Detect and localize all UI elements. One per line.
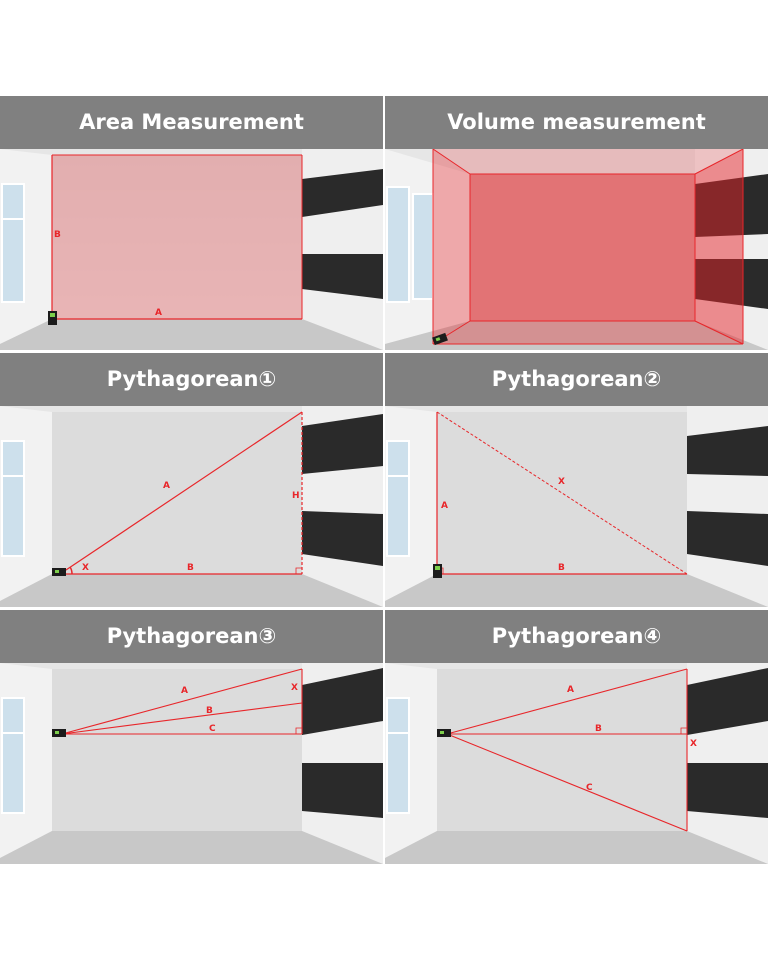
label-b: B: [595, 724, 602, 734]
volume-diagram: [385, 149, 768, 350]
right-angle-icon: [295, 727, 302, 734]
window-icon: [1, 183, 25, 303]
panel-pythagorean-3: Pythagorean③ A: [0, 610, 383, 864]
room-scene: A B H X: [0, 406, 383, 607]
area-diagram: B A: [0, 149, 383, 350]
label-a: A: [163, 481, 170, 491]
panel-title: Pythagorean③: [0, 610, 383, 663]
window-icon: [386, 440, 410, 557]
window-icon: [386, 697, 410, 814]
label-h: H: [292, 491, 300, 501]
panel-area-measurement: Area Measurement: [0, 96, 383, 350]
angle-arc-icon: [69, 566, 73, 575]
label-b: B: [206, 706, 213, 716]
laser-meter-icon: [52, 568, 66, 576]
laser-meter-icon: [52, 729, 66, 737]
label-b: B: [54, 230, 61, 240]
right-angle-icon: [680, 727, 687, 734]
window-icon: [1, 697, 25, 814]
room-scene: A B C X: [0, 663, 383, 864]
panel-pythagorean-4: Pythagorean④ A: [385, 610, 768, 864]
window-icon: [1, 440, 25, 557]
label-x: X: [558, 477, 565, 487]
laser-meter-icon: [48, 311, 57, 325]
measurement-modes-grid: Area Measurement: [0, 96, 768, 864]
label-x: X: [690, 739, 697, 749]
label-a: A: [155, 308, 162, 318]
panel-pythagorean-1: Pythagorean① A: [0, 353, 383, 607]
room-scene: A B C X: [385, 663, 768, 864]
laser-meter-icon: [437, 729, 451, 737]
room-scene: B A: [0, 149, 383, 350]
label-c: C: [586, 783, 593, 793]
label-x: X: [291, 683, 298, 693]
pythagorean-4-diagram: A B C X: [385, 663, 768, 864]
pythagorean-1-diagram: A B H X: [0, 406, 383, 607]
window-icon: [386, 186, 434, 303]
room-scene: [385, 149, 768, 350]
panel-volume-measurement: Volume measurement: [385, 96, 768, 350]
panel-pythagorean-2: Pythagorean② A B: [385, 353, 768, 607]
panel-title: Volume measurement: [385, 96, 768, 149]
laser-meter-icon: [433, 564, 442, 578]
pythagorean-3-diagram: A B C X: [0, 663, 383, 864]
label-b: B: [187, 563, 194, 573]
pythagorean-2-diagram: A B X: [385, 406, 768, 607]
panel-title: Pythagorean①: [0, 353, 383, 406]
label-c: C: [209, 724, 216, 734]
panel-title: Area Measurement: [0, 96, 383, 149]
panel-title: Pythagorean④: [385, 610, 768, 663]
room-scene: A B X: [385, 406, 768, 607]
label-b: B: [558, 563, 565, 573]
label-a: A: [181, 686, 188, 696]
label-x: X: [82, 563, 89, 573]
label-a: A: [567, 685, 574, 695]
label-a: A: [441, 501, 448, 511]
panel-title: Pythagorean②: [385, 353, 768, 406]
laser-meter-icon: [432, 332, 448, 346]
right-angle-icon: [295, 567, 302, 574]
